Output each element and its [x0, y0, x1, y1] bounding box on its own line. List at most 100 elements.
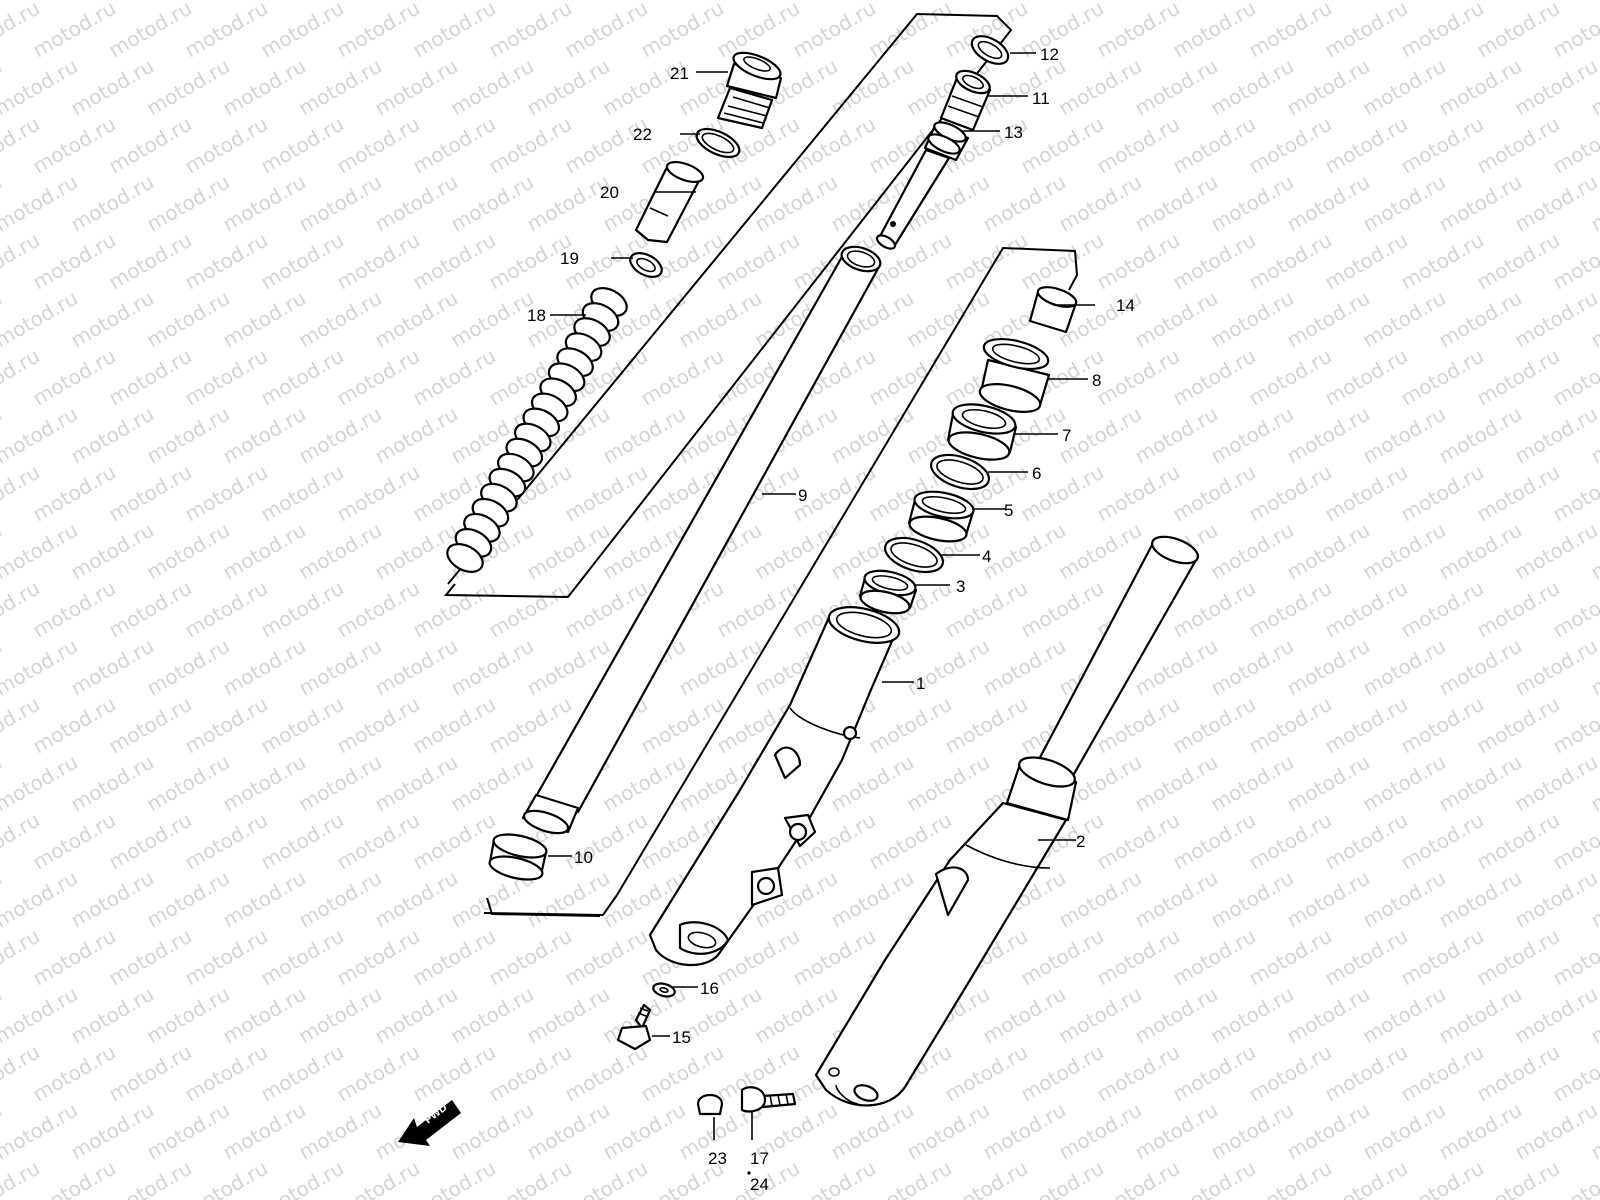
watermark-text: motod.ru [941, 228, 1032, 295]
watermark-text: motod.ru [1435, 170, 1526, 237]
watermark-text: motod.ru [29, 692, 120, 759]
part-number-label: 3 [956, 577, 965, 596]
watermark-text: motod.ru [561, 112, 652, 179]
watermark-text: motod.ru [523, 1098, 614, 1165]
watermark-text: motod.ru [1321, 112, 1412, 179]
watermark-text: motod.ru [67, 982, 158, 1049]
watermark-text: motod.ru [1245, 924, 1336, 991]
watermark-text: motod.ru [751, 518, 842, 585]
watermark-text: motod.ru [941, 1040, 1032, 1107]
watermark-text: motod.ru [1207, 982, 1298, 1049]
part-number-label: 1 [916, 674, 925, 693]
watermark-text: motod.ru [485, 1040, 576, 1107]
part-number-label: 23 [708, 1149, 727, 1168]
watermark-text: motod.ru [827, 866, 918, 933]
watermark-text: motod.ru [1359, 750, 1450, 817]
watermark-text: motod.ru [371, 402, 462, 469]
watermark-text: motod.ru [67, 750, 158, 817]
watermark-text: motod.ru [447, 634, 538, 701]
part-number-label: 20 [600, 183, 619, 202]
watermark-text: motod.ru [181, 576, 272, 643]
watermark-text: motod.ru [257, 1156, 348, 1200]
slide-bush [488, 833, 548, 881]
watermark-text: motod.ru [751, 170, 842, 237]
watermark-text: motod.ru [1397, 1156, 1488, 1200]
watermark-text: motod.ru [1245, 1156, 1336, 1200]
watermark-text: motod.ru [789, 112, 880, 179]
watermark-text: motod.ru [1207, 402, 1298, 469]
watermark-text: motod.ru [1435, 1098, 1526, 1165]
watermark-text: motod.ru [1055, 982, 1146, 1049]
watermark-text: motod.ru [713, 576, 804, 643]
watermark-text: motod.ru [257, 924, 348, 991]
watermark-text: motod.ru [409, 344, 500, 411]
watermark-text: motod.ru [143, 286, 234, 353]
watermark-text: motod.ru [1473, 112, 1564, 179]
bolt-15 [616, 1003, 652, 1051]
watermark-text: motod.ru [447, 170, 538, 237]
watermark-text: motod.ru [1359, 286, 1450, 353]
watermark-text: motod.ru [979, 982, 1070, 1049]
watermark-text: motod.ru [143, 1098, 234, 1165]
watermark-text: motod.ru [333, 924, 424, 991]
watermark-text: motod.ru [789, 1156, 880, 1200]
watermark-text: motod.ru [1017, 576, 1108, 643]
watermark-text: motod.ru [1473, 460, 1564, 527]
watermark-text: motod.ru [1321, 808, 1412, 875]
watermark-text: motod.ru [105, 1156, 196, 1200]
watermark-text: motod.ru [1055, 1098, 1146, 1165]
watermark-text: motod.ru [295, 634, 386, 701]
watermark-text: motod.ru [295, 750, 386, 817]
watermark-text: motod.ru [219, 54, 310, 121]
watermark-text: motod.ru [1245, 460, 1336, 527]
guide-bush-5 [907, 490, 975, 543]
watermark-text: motod.ru [105, 112, 196, 179]
watermark-text: motod.ru [1017, 1156, 1108, 1200]
watermark-text: motod.ru [1321, 344, 1412, 411]
oil-seal [946, 403, 1018, 461]
watermark-text: motod.ru [485, 1156, 576, 1200]
watermark-text: motod.ru [941, 576, 1032, 643]
watermark-text: motod.ru [1359, 518, 1450, 585]
watermark-text: motod.ru [181, 344, 272, 411]
watermark-text: motod.ru [865, 0, 956, 62]
watermark-text: motod.ru [105, 344, 196, 411]
watermark-text: motod.ru [865, 808, 956, 875]
seal-ring-4 [883, 536, 945, 574]
watermark-text: motod.ru [1397, 808, 1488, 875]
watermark-text: motod.ru [1397, 1040, 1488, 1107]
watermark-text: motod.ru [219, 982, 310, 1049]
watermark-text: motod.ru [29, 112, 120, 179]
cap-23 [696, 1093, 724, 1116]
watermark-text: motod.ru [295, 518, 386, 585]
watermark-text: motod.ru [1511, 402, 1600, 469]
watermark-text: motod.ru [295, 1098, 386, 1165]
watermark-text: motod.ru [1093, 924, 1184, 991]
watermark-text: motod.ru [447, 286, 538, 353]
watermark-text: motod.ru [1169, 460, 1260, 527]
watermark-text: motod.ru [105, 576, 196, 643]
watermark-text: motod.ru [447, 982, 538, 1049]
watermark-text: motod.ru [1093, 1156, 1184, 1200]
watermark-text: motod.ru [1435, 54, 1526, 121]
watermark-text: motod.ru [827, 54, 918, 121]
watermark-text: motod.ru [219, 170, 310, 237]
watermark-text: motod.ru [257, 1040, 348, 1107]
watermark-text: motod.ru [1435, 750, 1526, 817]
watermark-text: motod.ru [29, 460, 120, 527]
part-number-label: 19 [560, 249, 579, 268]
watermark-text: motod.ru [1283, 1098, 1374, 1165]
watermark-text: motod.ru [523, 982, 614, 1049]
watermark-text: motod.ru [599, 750, 690, 817]
watermark-text: motod.ru [1283, 286, 1374, 353]
watermark-text: motod.ru [1587, 0, 1600, 4]
watermark-text: motod.ru [865, 692, 956, 759]
watermark-text: motod.ru [1245, 228, 1336, 295]
watermark-text: motod.ru [333, 112, 424, 179]
watermark-text: motod.ru [447, 54, 538, 121]
group-frame-upper [443, 12, 1079, 917]
watermark-text: motod.ru [979, 634, 1070, 701]
watermark-text: motod.ru [257, 344, 348, 411]
watermark-text: motod.ru [105, 1040, 196, 1107]
